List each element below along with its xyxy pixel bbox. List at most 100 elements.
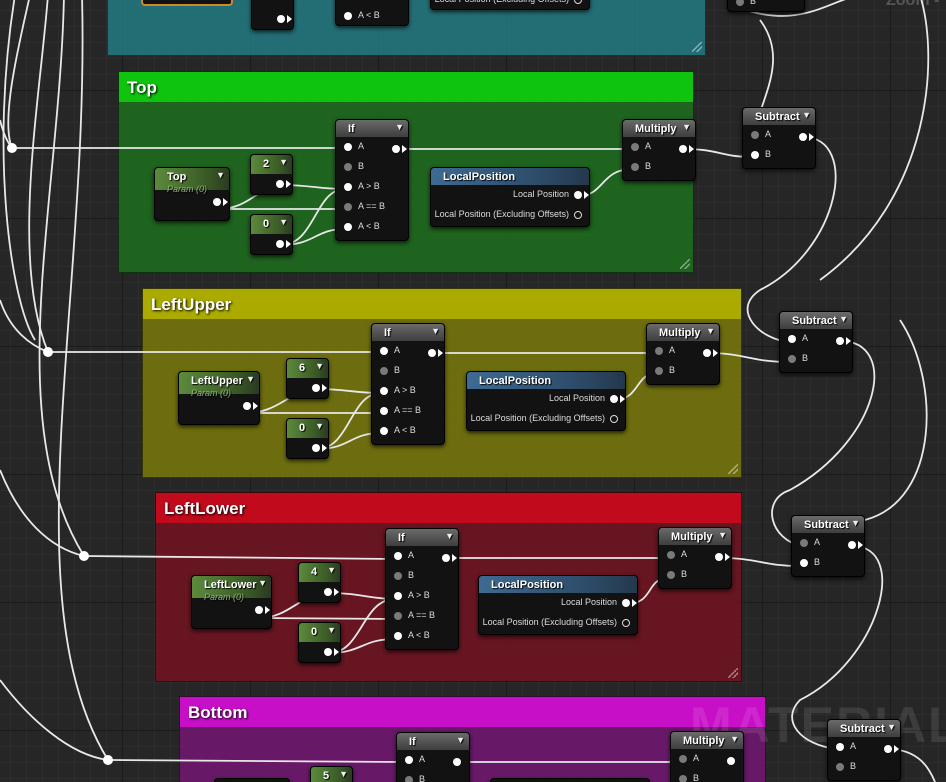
bottom-if-node[interactable]: If▼ A B xyxy=(396,732,470,782)
clipped-constant-node[interactable] xyxy=(251,0,294,30)
pin-b[interactable]: B xyxy=(828,757,900,777)
clipped-if-node[interactable]: A < B xyxy=(335,0,409,26)
bottom-multiply-node[interactable]: Multiply▼ A B xyxy=(670,731,744,782)
pin-a-lt-b[interactable]: A < B xyxy=(336,217,408,237)
clipped-subtract-node[interactable]: B xyxy=(727,0,805,12)
comment-title-bottom[interactable]: Bottom xyxy=(180,697,765,727)
chevron-down-icon: ▼ xyxy=(839,314,848,324)
pin-local-position[interactable]: Local Position xyxy=(467,389,625,409)
left-upper-multiply-node[interactable]: Multiply▼ A B xyxy=(646,323,720,385)
pin-a[interactable]: A xyxy=(647,341,719,361)
resize-handle[interactable] xyxy=(728,464,738,474)
chevron-down-icon: ▼ xyxy=(216,170,225,180)
pin-a-lt-b[interactable]: A < B xyxy=(372,421,444,441)
resize-handle[interactable] xyxy=(680,259,690,269)
chevron-down-icon: ▼ xyxy=(718,530,727,540)
left-lower-constant-b-node[interactable]: 0▼ xyxy=(298,622,341,663)
reroute-node-3[interactable] xyxy=(79,551,89,561)
pin-local-position-excl[interactable]: Local Position (Excluding Offsets) xyxy=(431,205,589,225)
pin-local-position-excl[interactable]: Local Position (Excluding Offsets) xyxy=(479,613,637,633)
resize-handle[interactable] xyxy=(728,668,738,678)
resize-handle[interactable] xyxy=(692,42,702,52)
pin-a-gt-b[interactable]: A > B xyxy=(386,586,458,606)
pin-a[interactable]: A xyxy=(386,546,458,566)
zoom-indicator: Zoom - xyxy=(886,0,940,9)
pin-b[interactable]: B xyxy=(671,769,743,782)
left-lower-multiply-node[interactable]: Multiply▼ A B xyxy=(658,527,732,589)
chevron-down-icon: ▼ xyxy=(327,565,336,575)
pin-b[interactable]: B xyxy=(372,361,444,381)
top-constant-a-node[interactable]: 2▼ xyxy=(250,154,293,195)
chevron-down-icon: ▼ xyxy=(258,578,267,588)
chevron-down-icon: ▼ xyxy=(456,735,465,745)
chevron-down-icon: ▼ xyxy=(706,326,715,336)
subtract-node-1[interactable]: Subtract▼ A B xyxy=(742,107,816,169)
pin-a[interactable]: A xyxy=(671,749,743,769)
pin-a-gt-b[interactable]: A > B xyxy=(372,381,444,401)
pin-a[interactable]: A xyxy=(372,341,444,361)
pin-b[interactable]: B xyxy=(792,553,864,573)
chevron-down-icon: ▼ xyxy=(887,722,896,732)
pin-b[interactable]: B xyxy=(397,770,469,782)
pin-b[interactable]: B xyxy=(659,565,731,585)
bottom-param-node[interactable] xyxy=(214,778,290,782)
chevron-down-icon: ▼ xyxy=(730,734,739,744)
chevron-down-icon: ▼ xyxy=(682,122,691,132)
pin-a[interactable]: A xyxy=(397,750,469,770)
pin-b[interactable]: B xyxy=(386,566,458,586)
chevron-down-icon: ▼ xyxy=(395,122,404,132)
left-lower-localposition-node[interactable]: LocalPosition Local Position Local Posit… xyxy=(478,575,638,635)
left-lower-constant-a-node[interactable]: 4▼ xyxy=(298,562,341,603)
top-multiply-node[interactable]: Multiply▼ A B xyxy=(622,119,696,181)
clipped-orange-node[interactable] xyxy=(141,0,233,6)
pin-a[interactable]: A xyxy=(336,137,408,157)
subtract-node-2[interactable]: Subtract▼ A B xyxy=(779,311,853,373)
pin-b[interactable]: B xyxy=(336,157,408,177)
pin-b[interactable]: B xyxy=(743,145,815,165)
chevron-down-icon: ▼ xyxy=(315,421,324,431)
pin-b[interactable]: B xyxy=(623,157,695,177)
subtract-node-3[interactable]: Subtract▼ A B xyxy=(791,515,865,577)
reroute-node-1[interactable] xyxy=(7,143,17,153)
pin-a-eq-b[interactable]: A == B xyxy=(386,606,458,626)
pin-local-position[interactable]: Local Position xyxy=(431,185,589,205)
top-constant-b-node[interactable]: 0▼ xyxy=(250,214,293,255)
clipped-localposition-node[interactable]: Local Position (Excluding Offsets) xyxy=(430,0,590,10)
pin-local-position[interactable]: Local Position xyxy=(479,593,637,613)
pin-a[interactable]: A xyxy=(659,545,731,565)
pin-b[interactable]: B xyxy=(780,349,852,369)
left-lower-if-node[interactable]: If▼ A B A > B A == B A < B xyxy=(385,528,459,650)
pin-a-lt-b[interactable]: A < B xyxy=(386,626,458,646)
top-if-node[interactable]: If▼ A B A > B A == B A < B xyxy=(335,119,409,241)
pin-a-eq-b[interactable]: A == B xyxy=(372,401,444,421)
pin-a-eq-b[interactable]: A == B xyxy=(336,197,408,217)
left-upper-constant-a-node[interactable]: 6▼ xyxy=(286,358,329,399)
left-upper-constant-b-node[interactable]: 0▼ xyxy=(286,418,329,459)
chevron-down-icon: ▼ xyxy=(445,531,454,541)
left-upper-if-node[interactable]: If▼ A B A > B A == B A < B xyxy=(371,323,445,445)
comment-title-top[interactable]: Top xyxy=(119,72,693,102)
bottom-constant-a-node[interactable]: 5▼ xyxy=(310,766,353,782)
comment-box-bottom[interactable]: Bottom xyxy=(179,696,766,782)
chevron-down-icon: ▼ xyxy=(315,361,324,371)
top-localposition-node[interactable]: LocalPosition Local Position Local Posit… xyxy=(430,167,590,227)
pin-a[interactable]: A xyxy=(623,137,695,157)
pin-b[interactable]: B xyxy=(647,361,719,381)
chevron-down-icon: ▼ xyxy=(327,625,336,635)
reroute-node-4[interactable] xyxy=(103,755,113,765)
chevron-down-icon: ▼ xyxy=(802,110,811,120)
chevron-down-icon: ▼ xyxy=(851,518,860,528)
pin-local-position-excl[interactable]: Local Position (Excluding Offsets) xyxy=(467,409,625,429)
pin-a-gt-b[interactable]: A > B xyxy=(336,177,408,197)
reroute-node-2[interactable] xyxy=(43,347,53,357)
comment-title-left-upper[interactable]: LeftUpper xyxy=(143,289,741,319)
chevron-down-icon: ▼ xyxy=(279,217,288,227)
comment-title-left-lower[interactable]: LeftLower xyxy=(156,493,741,523)
left-upper-localposition-node[interactable]: LocalPosition Local Position Local Posit… xyxy=(466,371,626,431)
subtract-node-4[interactable]: Subtract▼ A B xyxy=(827,719,901,781)
bottom-localposition-node[interactable] xyxy=(490,778,650,782)
chevron-down-icon: ▼ xyxy=(339,769,348,779)
